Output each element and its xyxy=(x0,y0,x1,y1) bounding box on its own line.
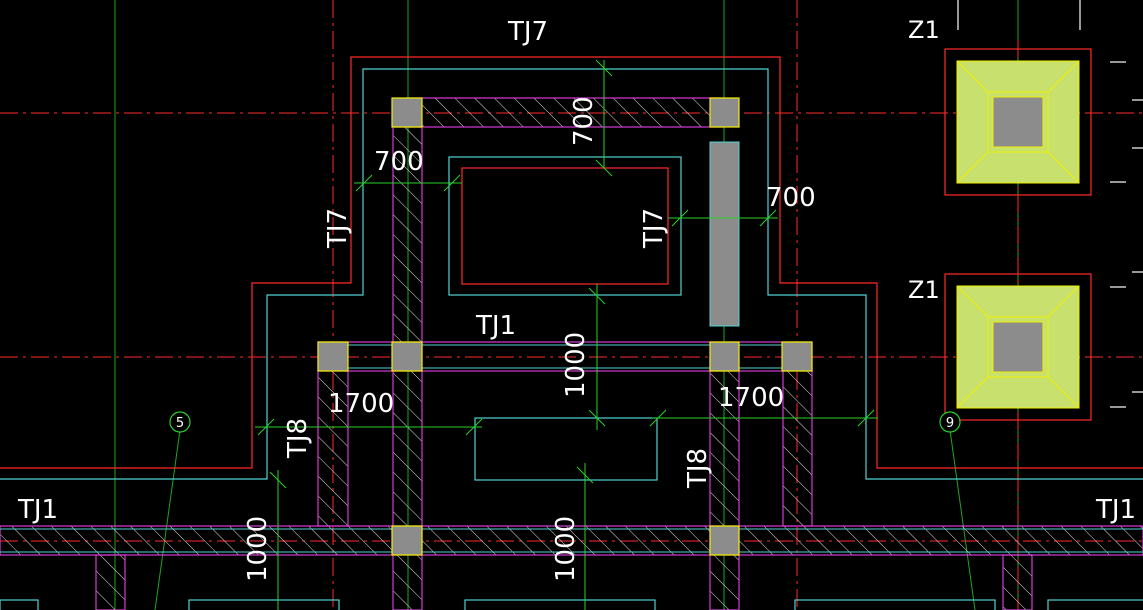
footing-slope xyxy=(956,376,989,409)
grid-line xyxy=(949,429,976,610)
hatch-strip-bottom-right xyxy=(1002,554,1033,610)
label-tj1-right: TJ1 xyxy=(1095,495,1136,525)
footing-slope xyxy=(1047,151,1080,184)
label-tj7-right: TJ7 xyxy=(639,208,669,249)
label-tj8-left: TJ8 xyxy=(283,418,313,459)
hatch-strip-right xyxy=(709,356,740,610)
z1-footing-top xyxy=(944,48,1092,196)
footing-column xyxy=(992,321,1044,373)
columns xyxy=(317,97,813,556)
grid-line xyxy=(154,429,181,610)
footing-outline xyxy=(944,48,1092,196)
right-edge-marks xyxy=(1132,99,1143,393)
label-z1-bottom: Z1 xyxy=(908,276,940,304)
cyan-small-rect xyxy=(474,417,658,481)
column xyxy=(391,97,423,128)
footing-slope xyxy=(1047,376,1080,409)
axis-bubble-5: 5 xyxy=(169,411,191,433)
dim-1000-bottom: 1000 xyxy=(551,516,581,582)
foundation-cyan-outline xyxy=(0,68,1143,610)
cyan-inner-rect xyxy=(448,156,682,296)
dim-1000-center: 1000 xyxy=(561,332,591,398)
dimension-lines xyxy=(255,59,878,610)
cyan-outline-path xyxy=(0,68,1143,480)
z1-footing-bottom xyxy=(944,273,1092,421)
footing-slope xyxy=(956,151,989,184)
column xyxy=(709,341,740,372)
label-tj7-top: TJ7 xyxy=(507,17,548,47)
hatch-strip-bottom-left xyxy=(95,554,126,610)
dim-1700-left: 1700 xyxy=(328,389,394,419)
hatch-strip-bottom xyxy=(0,525,1143,556)
cyan-bottom-rect xyxy=(0,599,39,610)
red-outline-path xyxy=(0,56,1143,469)
dimension-labels: 700 700 700 1000 1000 1000 1700 1700 xyxy=(243,96,816,582)
gray-wall xyxy=(709,141,740,327)
label-tj1-left: TJ1 xyxy=(17,495,58,525)
footing-outline xyxy=(944,273,1092,421)
hatch-strip-top xyxy=(406,97,726,128)
label-tj8-right: TJ8 xyxy=(683,448,713,489)
footing-pedestal xyxy=(987,316,1049,378)
axis-bubble-label: 9 xyxy=(946,416,954,431)
footing-slope xyxy=(1047,285,1080,318)
footing-pedestal xyxy=(987,91,1049,153)
label-tj1-center: TJ1 xyxy=(475,311,516,341)
footing-slope xyxy=(956,60,989,93)
cyan-bottom-rect xyxy=(188,599,340,610)
label-tj7-left: TJ7 xyxy=(323,208,353,249)
dim-700-right: 700 xyxy=(766,183,816,213)
footing-slope xyxy=(956,285,989,318)
cyan-bottom-rect xyxy=(464,599,656,610)
footing-slope xyxy=(1047,60,1080,93)
red-inner-rect xyxy=(461,167,669,285)
axis-bubble-9: 9 xyxy=(939,411,961,433)
member-labels: TJ7 Z1 Z1 TJ1 TJ1 TJ1 TJ7 TJ7 TJ8 TJ8 xyxy=(17,16,1136,525)
column xyxy=(317,341,349,372)
column xyxy=(391,525,423,556)
dim-700-left: 700 xyxy=(374,147,424,177)
axis-bubble-label: 5 xyxy=(176,416,184,431)
label-z1-top: Z1 xyxy=(908,16,940,44)
column xyxy=(709,525,740,556)
cyan-bottom-rect xyxy=(1047,599,1143,610)
column xyxy=(781,341,813,372)
dim-1700-right: 1700 xyxy=(718,383,784,413)
foundation-red-outline xyxy=(0,56,1143,469)
footing-ticks xyxy=(957,0,1126,408)
column xyxy=(709,97,740,128)
cyan-bottom-rect xyxy=(794,599,996,610)
dim-700-top: 700 xyxy=(569,96,599,146)
footing-column xyxy=(992,96,1044,148)
dim-1000-left: 1000 xyxy=(243,516,273,582)
hatch-strip-tj8-right xyxy=(782,369,813,527)
column xyxy=(391,341,423,372)
